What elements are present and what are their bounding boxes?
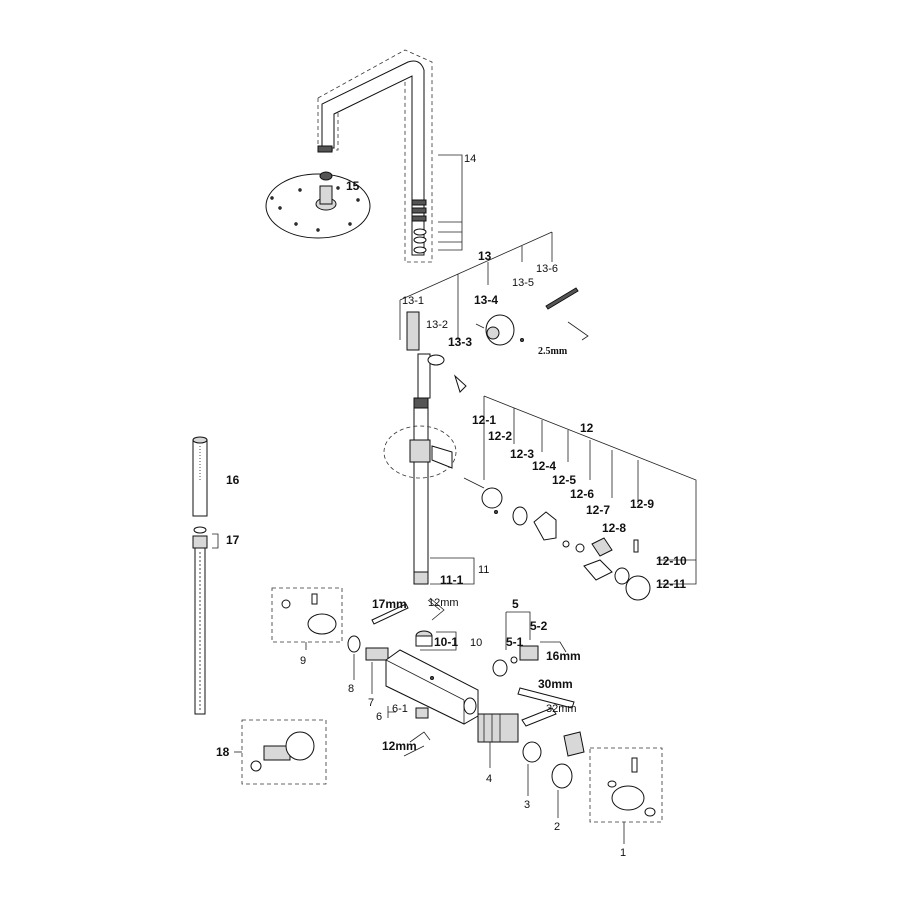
label-32mm: 32mm [546,703,577,715]
label-12-2: 12-2 [488,429,512,443]
handle-kit-1 [589,747,663,844]
label-17mm: 17mm [372,597,407,611]
part-7 [365,647,389,694]
label-5-2: 5-2 [530,619,548,633]
label-8: 8 [348,683,354,695]
label-11: 11 [478,564,489,576]
label-17: 17 [226,533,240,547]
label-3: 3 [524,799,530,811]
hand-shower-part [192,436,208,517]
label-12-5: 12-5 [552,473,576,487]
label-12mm-top: 12mm [428,597,459,609]
part-3 [522,741,542,796]
label-2-5mm: 2.5mm [538,346,568,357]
thermostatic-mixer-body [385,649,479,725]
label-16: 16 [226,473,240,487]
label-5-1: 5-1 [506,635,524,649]
hose-part [192,526,219,715]
part-5-leader-lines [505,611,531,650]
part-8 [347,635,361,680]
label-5: 5 [512,597,519,611]
part-2 [551,731,585,818]
label-6: 6 [376,711,382,723]
label-18: 18 [216,745,230,759]
label-2: 2 [554,821,560,833]
part-6 [387,706,431,757]
label-12-3: 12-3 [510,447,534,461]
shower-rail-part [383,397,475,585]
label-13-2: 13-2 [426,319,448,331]
label-12-6: 12-6 [570,487,594,501]
holder-parts [463,477,651,601]
handle-kit-9 [271,587,343,650]
label-13-6: 13-6 [536,263,558,275]
part-10-fitting [415,630,457,651]
label-11-1: 11-1 [440,573,464,587]
bracket-parts [406,287,589,399]
label-12-8: 12-8 [602,521,626,535]
label-13-4: 13-4 [474,293,498,307]
label-12-10: 12-10 [656,554,687,568]
label-10: 10 [470,637,482,649]
label-12-7: 12-7 [586,503,610,517]
label-12mm-bottom: 12mm [382,739,417,753]
label-16mm: 16mm [546,649,581,663]
label-13-5: 13-5 [512,277,534,289]
label-13-1: 13-1 [402,295,424,307]
label-7: 7 [368,697,374,709]
holder-leader-lines [483,395,697,585]
label-12-9: 12-9 [630,497,654,511]
label-13: 13 [478,249,492,263]
label-15: 15 [346,179,360,193]
label-14: 14 [464,153,476,165]
label-10-1: 10-1 [434,635,458,649]
part-5 [492,641,575,727]
tools-left [371,597,445,625]
label-12: 12 [580,421,594,435]
label-13-3: 13-3 [448,335,472,349]
part-4-cartridge [477,713,519,768]
label-30mm: 30mm [538,677,573,691]
shower-arm-part [317,49,463,263]
label-1: 1 [620,847,626,859]
label-6-1: 6-1 [392,703,408,715]
label-9: 9 [300,655,306,667]
label-12-11: 12-11 [656,577,686,591]
wall-outlet-18 [234,719,327,785]
label-12-4: 12-4 [532,459,556,473]
label-4: 4 [486,773,492,785]
bracket-leader-lines [399,231,553,340]
shower-head-part [265,171,371,239]
label-12-1: 12-1 [472,413,496,427]
